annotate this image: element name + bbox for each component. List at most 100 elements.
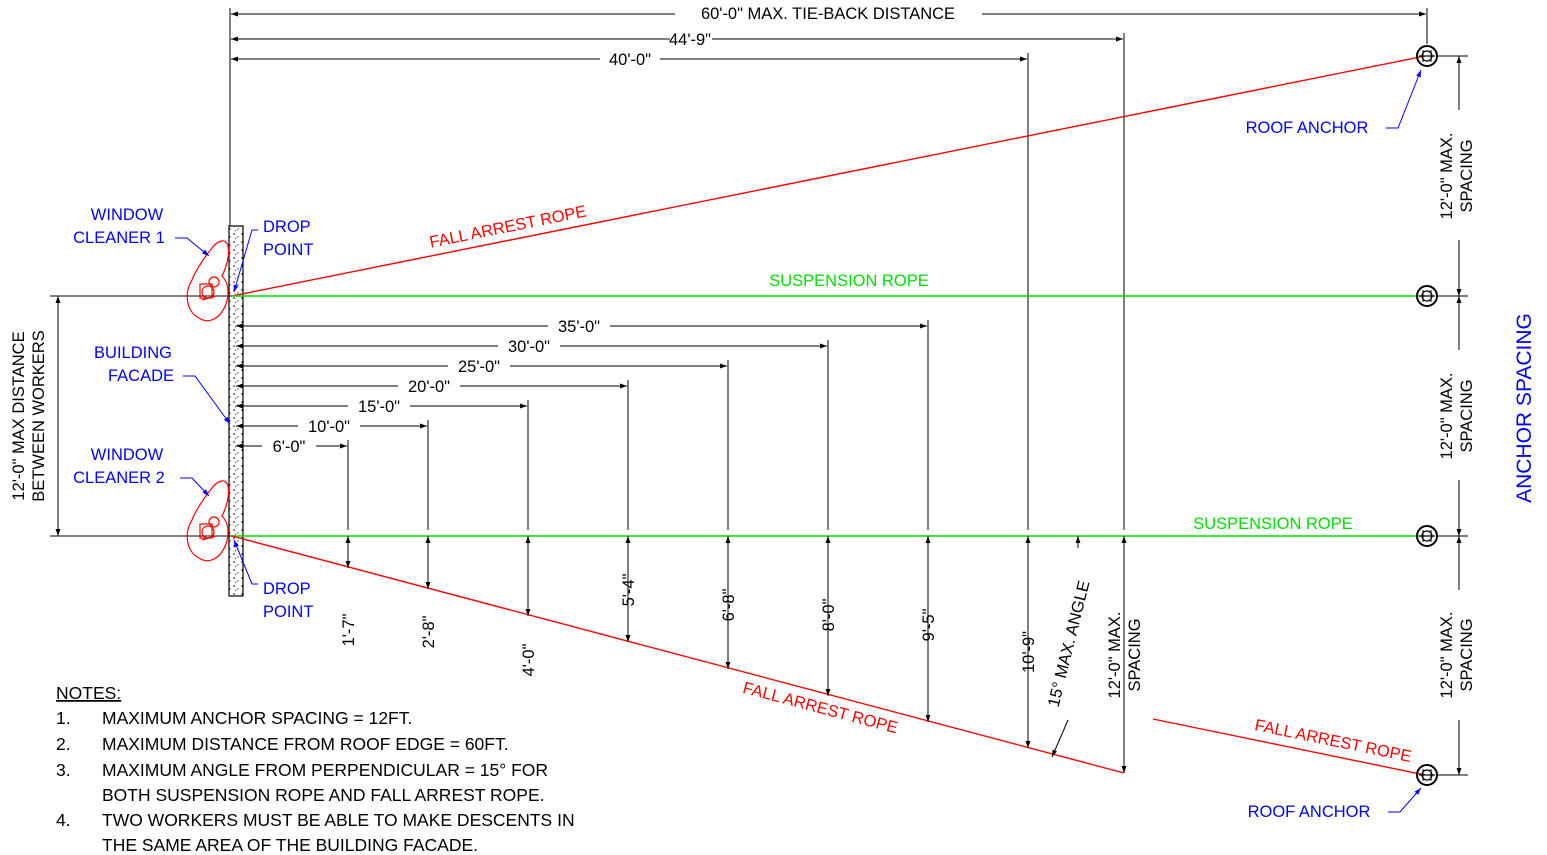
- anchor-spacing-3: 12'-0" MAX. SPACING: [1438, 536, 1476, 775]
- window-cleaner-2-label: WINDOW CLEANER 2: [73, 446, 210, 497]
- worker-distance-line1: 12'-0" MAX DISTANCE: [10, 331, 28, 500]
- anchor-spacing-2-line1: 12'-0" MAX.: [1438, 373, 1456, 460]
- window-cleaner-2-icon: [186, 480, 230, 562]
- dimension-40ft: 40'-0": [231, 51, 1027, 69]
- drop-point-upper-line1: DROP: [263, 218, 311, 236]
- drop-point-upper-label: DROP POINT: [233, 218, 313, 293]
- offset-2ft-8in: 2'-8": [420, 536, 438, 648]
- offset-9ft-5in: 9'-5": [920, 536, 938, 722]
- dimension-10ft: 10'-0": [236, 418, 427, 436]
- anchor-spacing-title: ANCHOR SPACING: [1513, 313, 1536, 503]
- fall-arrest-rope-lower-right: [1152, 718, 1426, 776]
- drop-point-upper-line2: POINT: [263, 241, 313, 259]
- worker-distance-line2: BETWEEN WORKERS: [30, 330, 48, 501]
- roof-anchor-icon: [1416, 525, 1438, 547]
- dimension-6ft: 6'-0": [236, 438, 347, 456]
- notes-title: NOTES:: [56, 683, 121, 703]
- anchor-spacing-1-line2: SPACING: [1458, 139, 1476, 212]
- anchor-spacing-2-line2: SPACING: [1458, 379, 1476, 452]
- note-1-number: 1.: [56, 708, 71, 728]
- roof-anchor-lower-label: ROOF ANCHOR: [1248, 787, 1422, 821]
- dimension-6ft-label: 6'-0": [273, 438, 306, 456]
- dimension-15ft: 15'-0": [236, 398, 527, 416]
- offset-2ft-8in-label: 2'-8": [420, 615, 438, 648]
- drop-point-lower-label: DROP POINT: [233, 539, 313, 621]
- anchor-spacing-1-line1: 12'-0" MAX.: [1438, 133, 1456, 220]
- window-cleaner-2-line2: CLEANER 2: [73, 469, 165, 487]
- roof-anchor-icon: [1416, 764, 1438, 786]
- offset-5ft-4in-label: 5'-4": [620, 573, 638, 606]
- note-3-number: 3.: [56, 760, 71, 780]
- dimension-30ft: 30'-0": [236, 338, 827, 356]
- window-cleaner-1-line1: WINDOW: [91, 206, 164, 224]
- note-2-text: MAXIMUM DISTANCE FROM ROOF EDGE = 60FT.: [102, 734, 509, 754]
- offset-10ft-9in-label: 10'-9": [1020, 631, 1038, 673]
- offset-9ft-5in-label: 9'-5": [920, 608, 938, 641]
- offset-6ft-8in-label: 6'-8": [720, 588, 738, 621]
- note-4-number: 4.: [56, 810, 71, 830]
- fall-arrest-rope-upper: [231, 55, 1426, 297]
- building-facade-line2: FACADE: [108, 367, 174, 385]
- note-2-number: 2.: [56, 734, 71, 754]
- offset-12ft-spacing: 12'-0" MAX. SPACING: [1106, 536, 1144, 773]
- dimension-44ft-9in: 44'-9": [231, 31, 1123, 49]
- drop-point-lower-line1: DROP: [263, 580, 311, 598]
- offset-1ft-7in-label: 1'-7": [340, 613, 358, 646]
- offset-10ft-9in: 10'-9": [1020, 536, 1038, 748]
- fall-arrest-rope-upper-label: FALL ARREST ROPE: [428, 203, 588, 252]
- worker-distance-dimension: 12'-0" MAX DISTANCE BETWEEN WORKERS: [10, 296, 61, 536]
- window-cleaner-1-icon: [186, 240, 230, 322]
- window-cleaner-1-line2: CLEANER 1: [73, 229, 165, 247]
- dimension-15ft-label: 15'-0": [358, 398, 400, 416]
- dimension-44ft-9in-label: 44'-9": [669, 31, 711, 49]
- dimension-25ft-label: 25'-0": [458, 358, 500, 376]
- anchor-spacing-1: 12'-0" MAX. SPACING: [1438, 56, 1476, 296]
- anchor-spacing-3-line1: 12'-0" MAX.: [1438, 612, 1456, 699]
- note-1-text: MAXIMUM ANCHOR SPACING = 12FT.: [102, 708, 412, 728]
- note-3-text-line2: BOTH SUSPENSION ROPE AND FALL ARREST ROP…: [102, 785, 544, 805]
- offset-1ft-7in: 1'-7": [340, 536, 358, 646]
- window-cleaner-2-line1: WINDOW: [91, 446, 164, 464]
- fall-arrest-rope-lower-label: FALL ARREST ROPE: [741, 679, 900, 737]
- anchor-spacing-3-line2: SPACING: [1458, 618, 1476, 691]
- suspension-rope-upper-label: SUSPENSION ROPE: [769, 272, 929, 290]
- roof-anchor-upper-label: ROOF ANCHOR: [1246, 69, 1422, 137]
- offset-5ft-4in: 5'-4": [620, 536, 638, 642]
- dimension-10ft-label: 10'-0": [308, 418, 350, 436]
- offset-12ft-spacing-line2: SPACING: [1126, 618, 1144, 691]
- dimension-60ft: 60'-0" MAX. TIE-BACK DISTANCE: [231, 5, 1426, 23]
- roof-anchor-icon: [1416, 285, 1438, 307]
- dimension-30ft-label: 30'-0": [508, 338, 550, 356]
- offset-12ft-spacing-line1: 12'-0" MAX.: [1106, 612, 1124, 699]
- dimension-40ft-label: 40'-0": [609, 51, 651, 69]
- offset-4ft: 4'-0": [520, 536, 538, 676]
- window-cleaner-1-label: WINDOW CLEANER 1: [73, 206, 210, 257]
- offset-8ft: 8'-0": [820, 536, 838, 696]
- building-facade: [228, 225, 244, 597]
- offset-4ft-label: 4'-0": [520, 643, 538, 676]
- dimension-35ft: 35'-0": [236, 318, 927, 336]
- max-angle-indicator: 15° MAX. ANGLE: [1045, 536, 1094, 758]
- note-4-text-line1: TWO WORKERS MUST BE ABLE TO MAKE DESCENT…: [102, 810, 575, 830]
- offset-8ft-label: 8'-0": [820, 598, 838, 631]
- max-angle-label: 15° MAX. ANGLE: [1045, 579, 1094, 709]
- building-facade-line1: BUILDING: [94, 344, 172, 362]
- offset-6ft-8in: 6'-8": [720, 536, 738, 669]
- fall-arrest-rope-right-label: FALL ARREST ROPE: [1253, 716, 1413, 766]
- roof-anchor-icon: [1416, 45, 1438, 67]
- note-4-text-line2: THE SAME AREA OF THE BUILDING FACADE.: [102, 835, 478, 855]
- extension-lines: [347, 320, 929, 530]
- building-facade-label: BUILDING FACADE: [94, 344, 231, 425]
- dimension-60ft-label: 60'-0" MAX. TIE-BACK DISTANCE: [701, 5, 955, 23]
- dimension-25ft: 25'-0": [236, 358, 727, 376]
- suspension-rope-lower-label: SUSPENSION ROPE: [1193, 515, 1353, 533]
- roof-anchor-lower-text: ROOF ANCHOR: [1248, 803, 1371, 821]
- dimension-35ft-label: 35'-0": [558, 318, 600, 336]
- anchor-spacing-2: 12'-0" MAX. SPACING: [1438, 296, 1476, 536]
- dimension-20ft-label: 20'-0": [408, 378, 450, 396]
- drop-point-lower-line2: POINT: [263, 603, 313, 621]
- fall-arrest-rope-lower: [231, 535, 1125, 774]
- note-3-text-line1: MAXIMUM ANGLE FROM PERPENDICULAR = 15° F…: [102, 760, 548, 780]
- roof-anchor-upper-text: ROOF ANCHOR: [1246, 119, 1369, 137]
